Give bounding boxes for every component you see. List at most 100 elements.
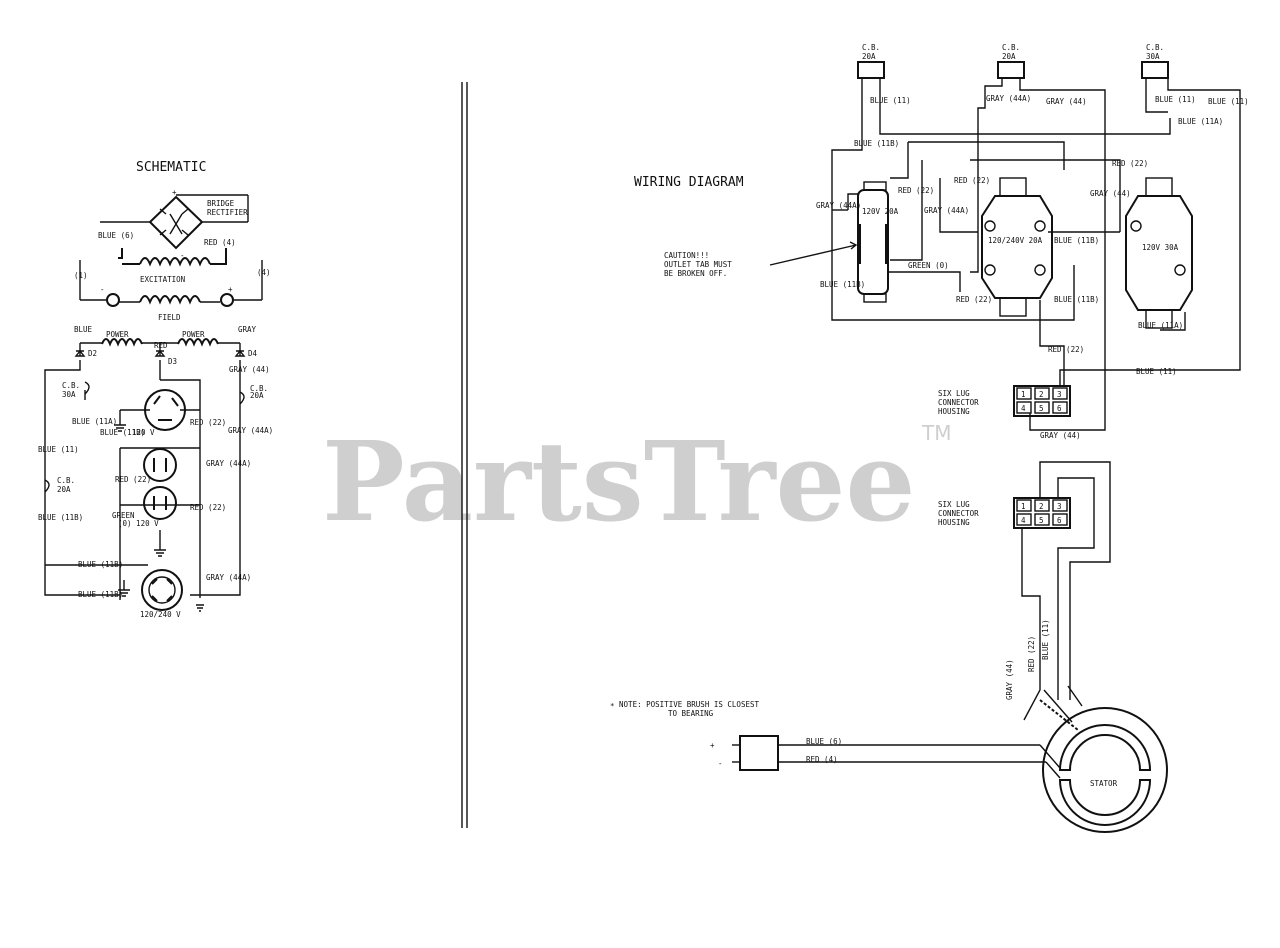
caution-arrow <box>769 241 858 266</box>
wlabel-red-22-vert: RED (22) <box>1027 636 1036 672</box>
wlabel-green-0: GREEN (0) <box>908 261 949 270</box>
label-power-1: POWER <box>106 330 129 339</box>
rectifier-label: RECTIFIER <box>207 208 248 217</box>
schematic-wiring <box>44 360 241 612</box>
label-gray-44a-schem: GRAY (44A) <box>228 426 273 435</box>
cb-rating-2: 20A <box>250 391 264 400</box>
wiring-wires <box>831 78 1241 431</box>
label-blue-11b-bottom2: BLUE (11B) <box>78 590 123 599</box>
wlabel-blue-11-vert: BLUE (11) <box>1041 619 1050 660</box>
wiring-outlet-120v-30a <box>1125 177 1193 329</box>
housing1-line3: HOUSING <box>938 407 970 416</box>
label-blue-top: BLUE <box>74 325 93 334</box>
wlabel-red-4: RED (4) <box>806 755 838 764</box>
cb-label-2: C.B. <box>250 384 268 393</box>
label-120v-duplex: (0) 120 V <box>118 519 159 528</box>
outlet3-label: 120V 30A <box>1142 243 1179 252</box>
power-coils <box>74 338 246 357</box>
housing2-line3: HOUSING <box>938 518 970 527</box>
cb-rating-3: 20A <box>57 485 71 494</box>
field-label: FIELD <box>158 313 181 322</box>
wlabel-blue-11b-b: BLUE (11B) <box>1054 236 1099 245</box>
lug2-2: 2 <box>1039 502 1044 511</box>
wlabel-gray-44a-a: GRAY (44A) <box>986 94 1031 103</box>
wlabel-red-22-a: RED (22) <box>954 176 990 185</box>
wiring-title: WIRING DIAGRAM <box>634 175 744 190</box>
note-line1: ∗ NOTE: POSITIVE BRUSH IS CLOSEST <box>610 700 759 709</box>
caution-line2: OUTLET TAB MUST <box>664 260 732 269</box>
label-red-4: RED (4) <box>204 238 236 247</box>
wlabel-blue-11-d: BLUE (11) <box>1136 367 1177 376</box>
label-4: (4) <box>257 268 271 277</box>
note-line2: TO BEARING <box>668 709 714 718</box>
label-d4: D4 <box>248 349 258 358</box>
label-blue-11b-left: BLUE (11B) <box>38 513 83 522</box>
watermark-brand: PartsTree <box>322 417 916 546</box>
label-1: (1) <box>74 271 88 280</box>
outlet2-label: 120/240V 20A <box>988 236 1043 245</box>
svg-text:20A: 20A <box>862 52 876 61</box>
bridge-label: BRIDGE <box>207 199 235 208</box>
schematic-outlet-120-240v <box>141 569 183 611</box>
cb-label-1: C.B. <box>62 381 80 390</box>
lug1-5: 5 <box>1039 404 1044 413</box>
svg-text:C.B.: C.B. <box>1002 43 1020 52</box>
brush-assembly <box>732 735 1061 779</box>
bridge-minus: - <box>180 251 185 260</box>
svg-text:20A: 20A <box>1002 52 1016 61</box>
wlabel-gray-44a-c: GRAY (44A) <box>924 206 969 215</box>
wiring-cb-right: C.B. 30A <box>1141 43 1169 79</box>
label-red-center: RED <box>154 341 168 350</box>
wlabel-red-22-b: RED (22) <box>1112 159 1148 168</box>
cb-label-3: C.B. <box>57 476 75 485</box>
cb-rating-1: 30A <box>62 390 76 399</box>
label-blue-11b-small: BLUE (11B) <box>100 428 145 437</box>
label-blue-11a-schem: BLUE (11A) <box>72 417 117 426</box>
housing2-line1: SIX LUG <box>938 500 970 509</box>
bridge-rectifier <box>148 195 204 250</box>
schematic-title: SCHEMATIC <box>136 160 206 175</box>
connector-housing-2 <box>1013 497 1071 529</box>
label-power-2: POWER <box>182 330 205 339</box>
housing2-line2: CONNECTOR <box>938 509 979 518</box>
lug2-5: 5 <box>1039 516 1044 525</box>
housing1-line1: SIX LUG <box>938 389 970 398</box>
wlabel-blue-11b-a: BLUE (11B) <box>854 139 899 148</box>
lug1-3: 3 <box>1057 390 1062 399</box>
lug1-2: 2 <box>1039 390 1044 399</box>
label-120-240v: 120/240 V <box>140 610 181 619</box>
excitation-label: EXCITATION <box>140 275 185 284</box>
wiring-cb-middle: C.B. 20A <box>997 43 1025 79</box>
label-gray-44a-bottom: GRAY (44A) <box>206 573 251 582</box>
field-minus: - <box>100 285 105 294</box>
label-blue-11: BLUE (11) <box>38 445 79 454</box>
lug1-1: 1 <box>1021 390 1026 399</box>
lug2-1: 1 <box>1021 502 1026 511</box>
stator-harness <box>1021 461 1111 731</box>
schematic: SCHEMATIC + - BRIDGE RECTIFIER BLUE (6) … <box>38 160 273 619</box>
svg-text:30A: 30A <box>1146 52 1160 61</box>
wlabel-gray-44a-b: GRAY (44A) <box>816 201 861 210</box>
caution-line1: CAUTION!!! <box>664 251 709 260</box>
connector-housing-1 <box>1013 385 1071 417</box>
wiring-outlet-120v-20a <box>857 181 889 303</box>
label-red-22-mid: RED (22) <box>115 475 151 484</box>
schematic-cb-20a-left <box>44 479 50 493</box>
svg-text:C.B.: C.B. <box>862 43 880 52</box>
caution-line3: BE BROKEN OFF. <box>664 269 727 278</box>
wlabel-gray-44-c: GRAY (44) <box>1040 431 1081 440</box>
schematic-cb-30a <box>84 381 90 395</box>
label-d2: D2 <box>88 349 97 358</box>
watermark-tm: TM <box>921 421 951 445</box>
bridge-plus: + <box>172 188 177 197</box>
wiring-diagram: WIRING DIAGRAM C.B. 20A C.B. 20A C.B. 30… <box>610 43 1249 833</box>
wlabel-blue-11b-d: BLUE (11B) <box>1054 295 1099 304</box>
lug2-6: 6 <box>1057 516 1062 525</box>
svg-text:C.B.: C.B. <box>1146 43 1164 52</box>
excitation-coil <box>118 248 227 267</box>
wlabel-gray-44-b: GRAY (44) <box>1090 189 1131 198</box>
label-blue-11b-bottom1: BLUE (11B) <box>78 560 123 569</box>
wlabel-gray-44-vert: GRAY (44) <box>1005 659 1014 700</box>
schematic-cb-20a-right <box>239 391 245 405</box>
